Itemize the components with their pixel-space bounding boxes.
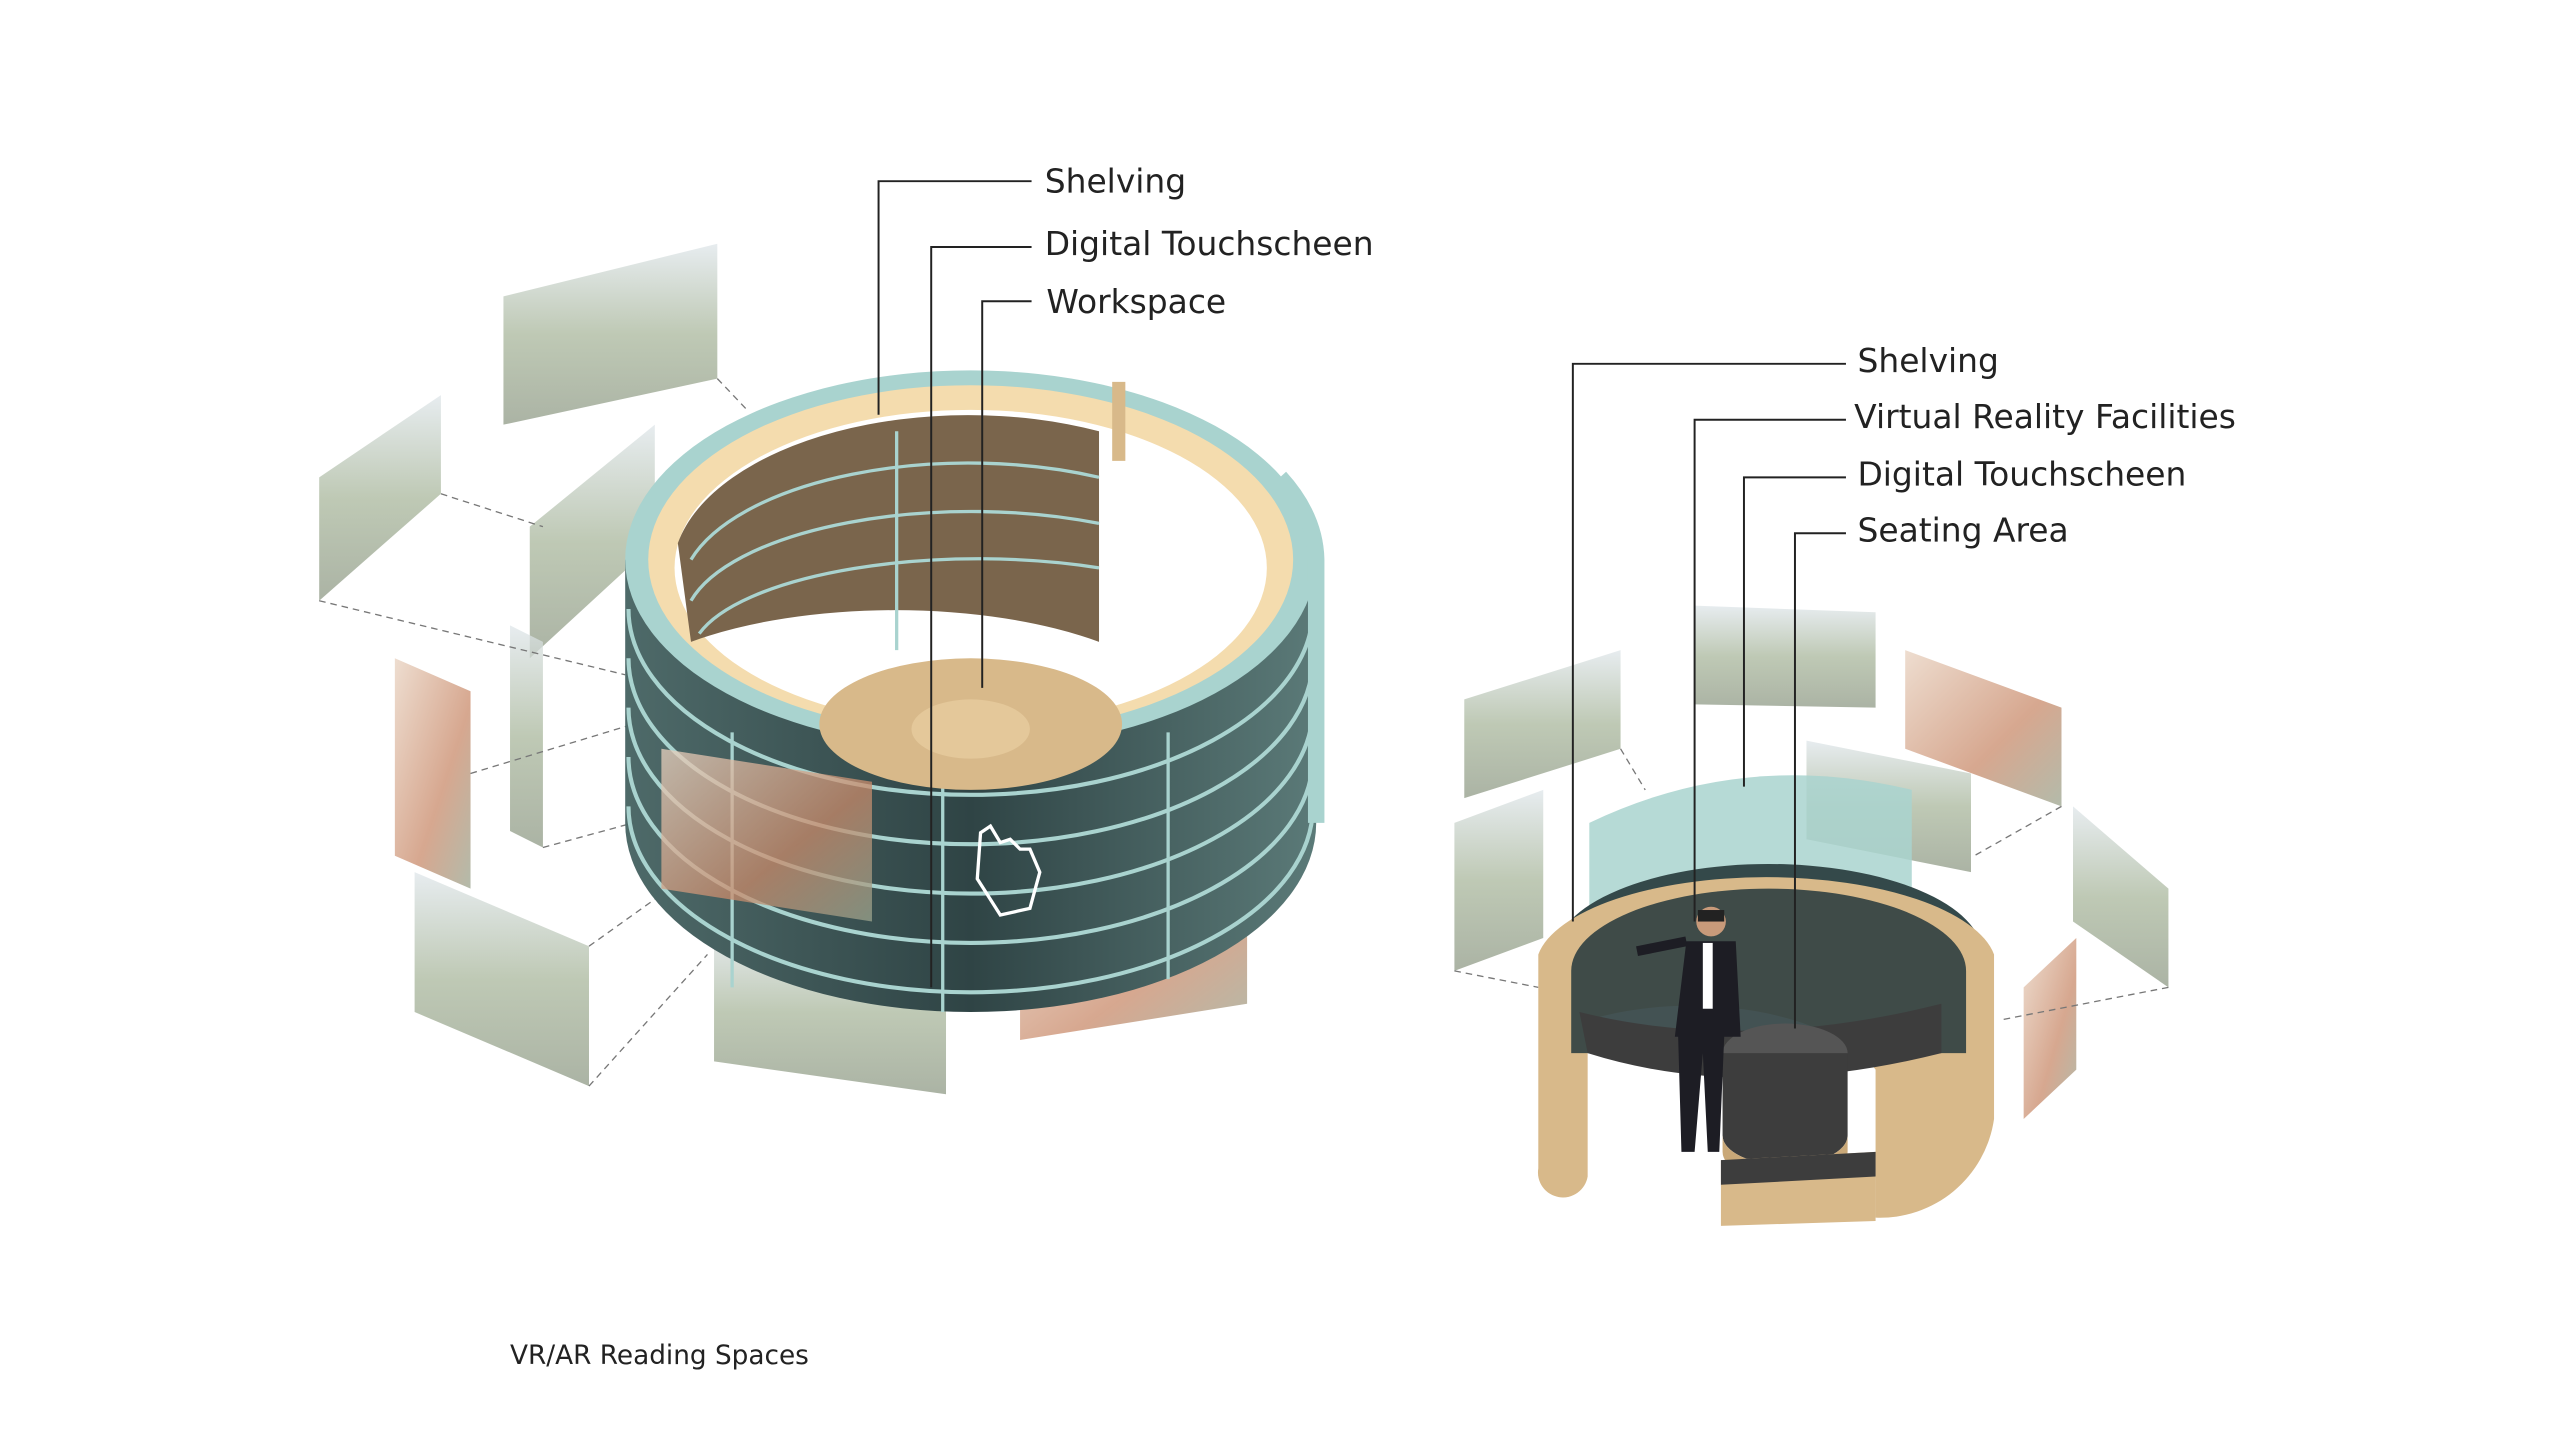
- right-callouts: Shelving Virtual Reality Facilities Digi…: [1571, 341, 2236, 1029]
- hand-touch-icon: [975, 823, 1042, 917]
- right-vr-pod: [1537, 775, 1995, 1226]
- label-digital-touchscreen: Digital Touchscheen: [1857, 455, 2186, 494]
- label-seating-area: Seating Area: [1857, 510, 2068, 549]
- label-digital-touchscreen: Digital Touchscheen: [1045, 224, 1374, 263]
- left-callouts: Shelving Digital Touchscheen Workspace: [877, 162, 1374, 988]
- label-workspace: Workspace: [1046, 282, 1226, 321]
- figure-caption: VR/AR Reading Spaces: [510, 1341, 809, 1371]
- left-reading-pod: [625, 370, 1325, 1013]
- label-shelving: Shelving: [1857, 341, 1998, 380]
- label-virtual-reality-facilities: Virtual Reality Facilities: [1854, 397, 2236, 436]
- label-shelving: Shelving: [1045, 162, 1186, 201]
- person-with-vr-headset: [1636, 906, 1741, 1152]
